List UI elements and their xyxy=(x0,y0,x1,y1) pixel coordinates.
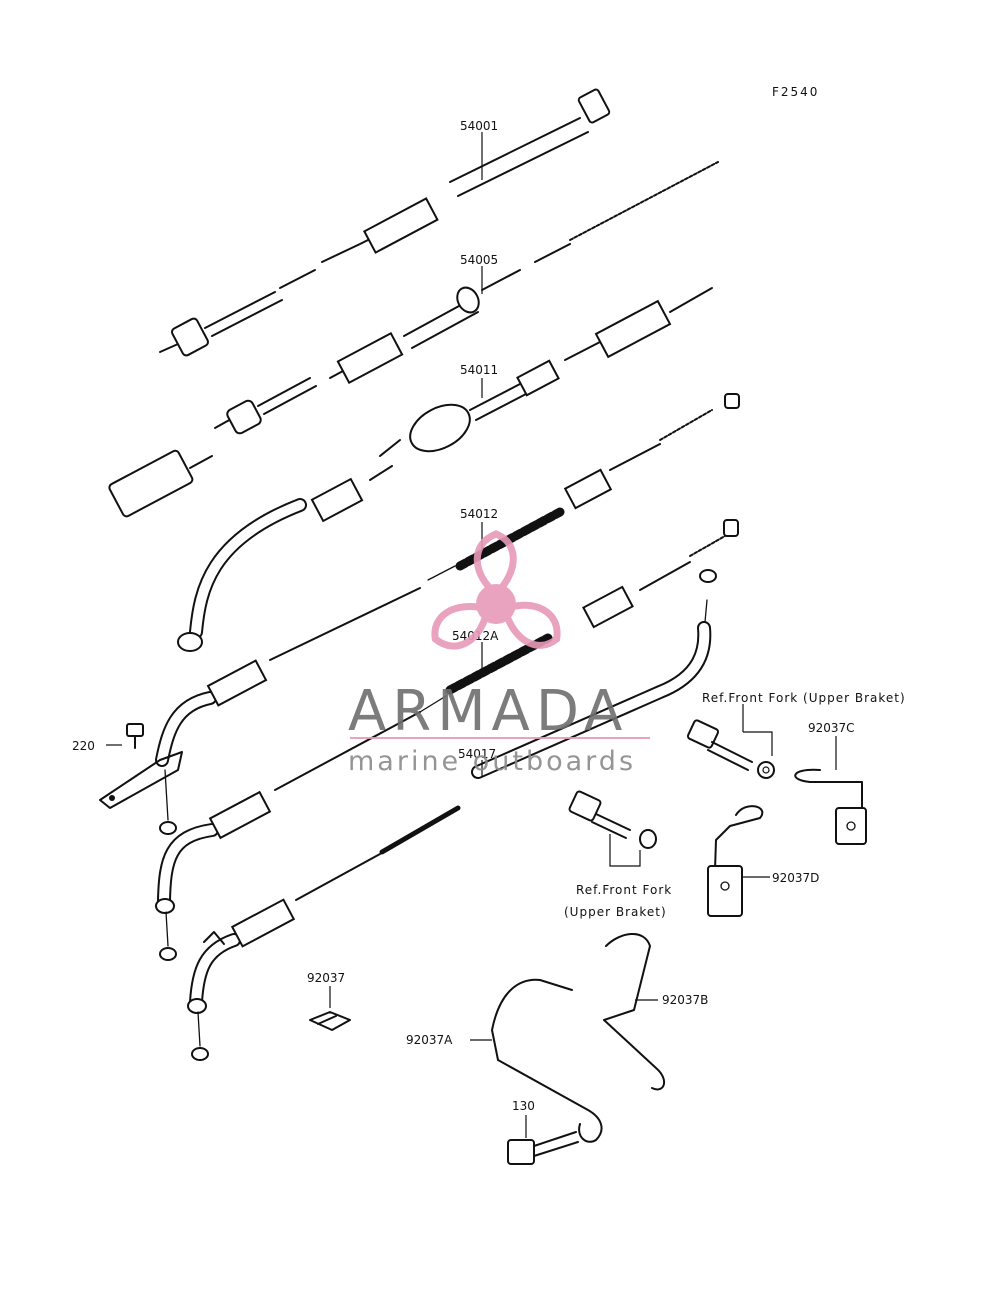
part-92037D-bracket xyxy=(707,805,770,917)
part-54005-tachometer-cable xyxy=(214,161,719,435)
label-220: 220 xyxy=(72,739,95,753)
label-54017: 54017 xyxy=(458,747,496,761)
part-54011-throttle-cable xyxy=(108,287,713,518)
part-92037B-bracket xyxy=(603,933,666,1091)
figure-code: F2540 xyxy=(772,85,819,99)
part-54017-hose xyxy=(471,569,717,779)
part-ref-bolt-middle xyxy=(568,790,657,867)
label-54005: 54005 xyxy=(460,253,498,267)
label-130: 130 xyxy=(512,1099,535,1113)
watermark-propeller-logo xyxy=(431,530,561,650)
part-92037C-bracket xyxy=(794,736,867,845)
part-130-bolt xyxy=(507,1115,579,1165)
watermark-subtitle: marine outboards xyxy=(348,746,636,777)
label-54001: 54001 xyxy=(460,119,498,133)
note-ref-front-fork-upper: Ref.Front Fork (Upper Braket) xyxy=(702,691,906,705)
label-54012: 54012 xyxy=(460,507,498,521)
label-92037: 92037 xyxy=(307,971,345,985)
note-ref-front-fork-mid-line1: Ref.Front Fork xyxy=(576,883,672,897)
part-lower-cable-2 xyxy=(155,711,421,961)
label-92037B: 92037B xyxy=(662,993,708,1007)
part-54012A-cable xyxy=(419,519,739,713)
part-ref-bolt-upper xyxy=(686,704,775,779)
note-ref-front-fork-mid-line2: (Upper Braket) xyxy=(564,905,667,919)
part-54011-lower-hose xyxy=(177,465,393,652)
part-92037-clamp xyxy=(309,986,351,1031)
part-lower-cable-3 xyxy=(187,805,461,1061)
watermark-title: ARMADA xyxy=(348,679,628,744)
label-92037A: 92037A xyxy=(406,1033,453,1047)
part-54001-speedometer-cable xyxy=(159,88,611,357)
label-92037D: 92037D xyxy=(772,871,819,885)
label-92037C: 92037C xyxy=(808,721,855,735)
part-92037A-bracket xyxy=(470,978,603,1143)
watermark: ARMADA marine outboards xyxy=(348,530,650,777)
label-54011: 54011 xyxy=(460,363,498,377)
part-lower-cable-1 xyxy=(99,587,421,835)
part-220-bolt xyxy=(106,723,144,749)
